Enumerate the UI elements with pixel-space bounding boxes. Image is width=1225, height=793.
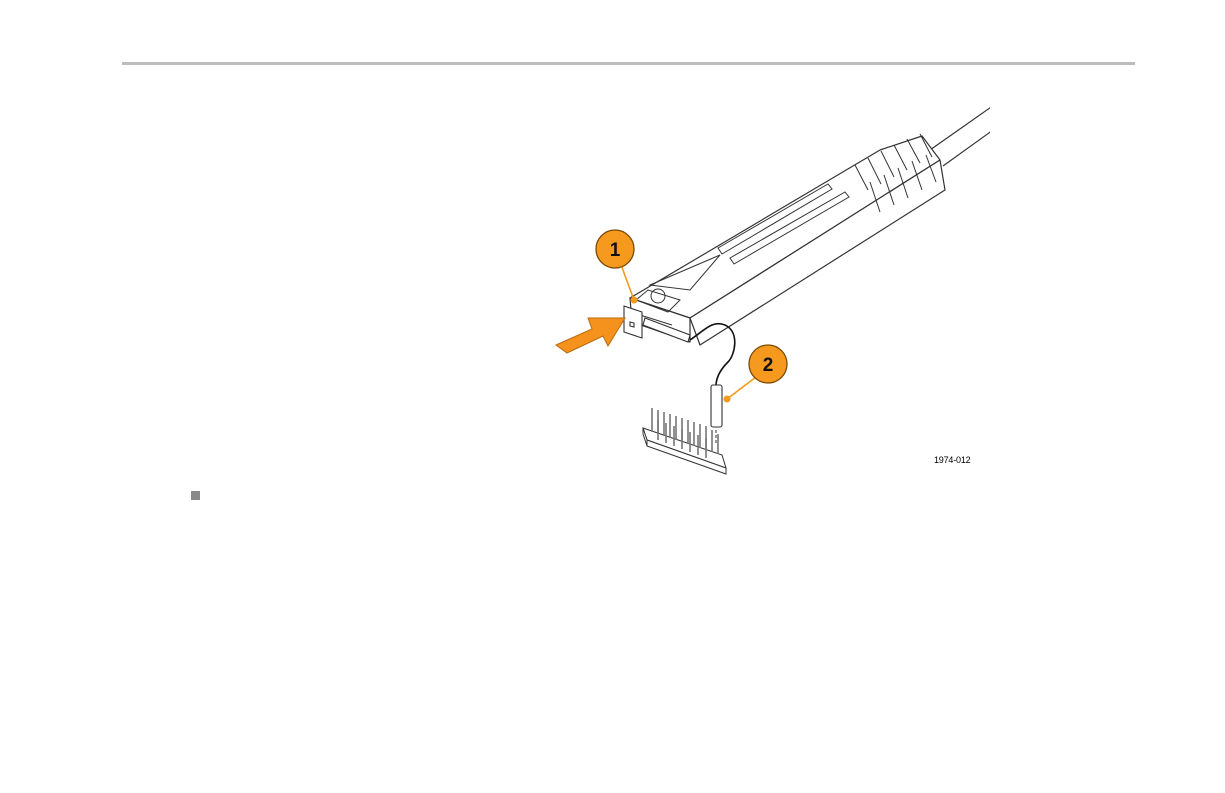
callout-1: 1 xyxy=(596,230,638,304)
pin-header xyxy=(643,428,726,474)
header-rule xyxy=(122,62,1135,65)
tip-socket xyxy=(624,306,642,338)
probe-illustration: 1 2 xyxy=(520,95,990,480)
probe-cable xyxy=(930,105,990,166)
ground-tip xyxy=(711,385,722,427)
callout-1-number: 1 xyxy=(610,240,621,261)
figure-id-label: 1974-012 xyxy=(934,455,970,465)
push-arrow-icon xyxy=(556,318,625,353)
square-bullet-icon xyxy=(191,491,200,500)
callout-2-number: 2 xyxy=(763,355,774,376)
probe-body xyxy=(630,136,945,345)
